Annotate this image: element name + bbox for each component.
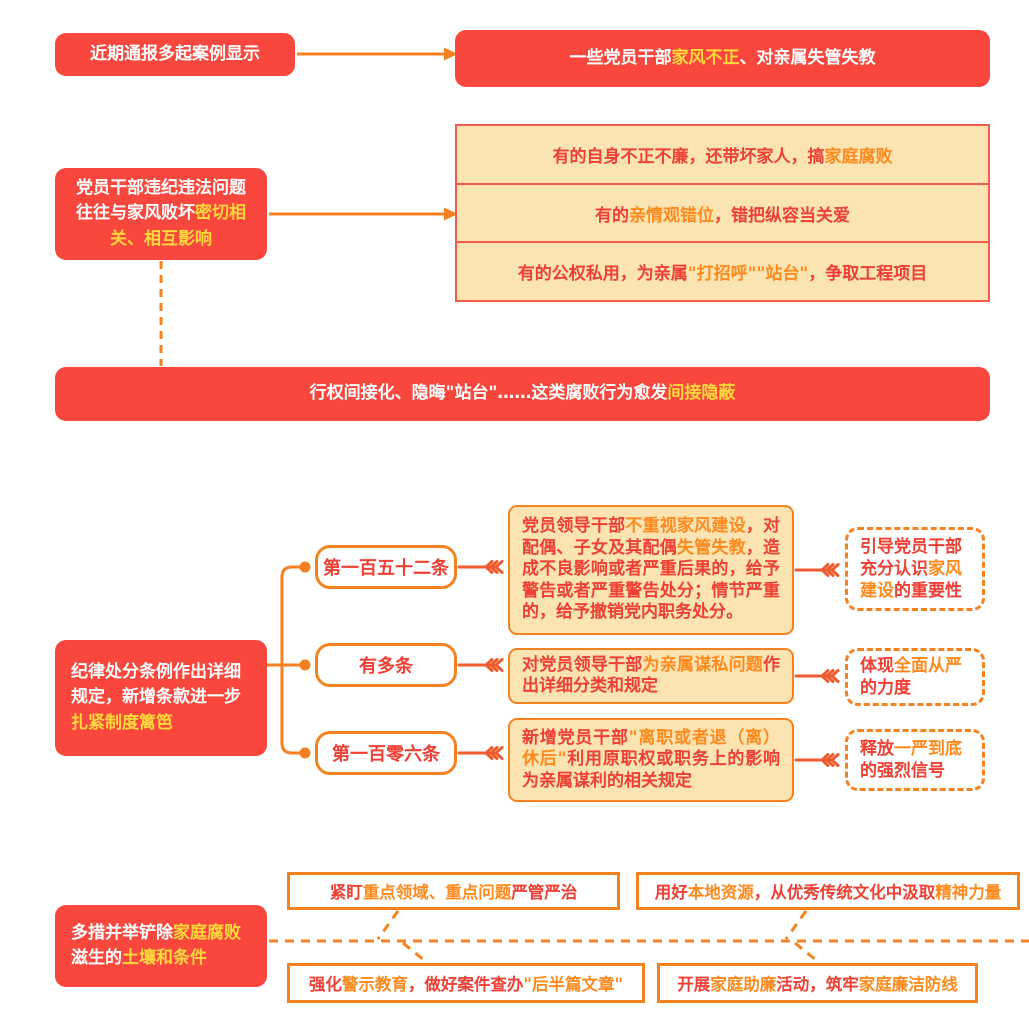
regulation-label: 有多条 xyxy=(315,643,457,687)
takeaway-box: 释放一严到底的强烈信号 xyxy=(845,729,985,791)
triple-chevron-icon xyxy=(819,563,840,577)
arrowhead-icon xyxy=(444,207,458,221)
rich-text: 对党员领导干部为亲属谋私问题作出详细分类和规定 xyxy=(522,654,780,697)
bracket-connector xyxy=(265,565,307,755)
chevron-connector xyxy=(794,563,840,767)
rich-text: 党员领导干部不重视家风建设，对配偶、子女及其配偶失管失教，造成不良影响或者严重后… xyxy=(522,516,781,623)
rich-text: 有的自身不正不廉，还带坏家人，搞家庭腐败 xyxy=(552,146,893,167)
measure-box: 开展家庭助廉活动，筑牢家庭廉洁防线 xyxy=(657,963,978,1003)
measure-box: 强化警示教育，做好案件查办"后半篇文章" xyxy=(287,963,645,1003)
example-row: 有的公权私用，为亲属"打招呼""站台"，争取工程项目 xyxy=(457,243,988,300)
branch-dot-icon xyxy=(299,561,311,573)
regulation-intro-box: 纪律处分条例作出详细规定，新增条款进一步扎紧制度篱笆 xyxy=(55,640,267,756)
rich-text: 体现全面从严的力度 xyxy=(860,656,962,698)
rich-text: 开展家庭助廉活动，筑牢家庭廉洁防线 xyxy=(677,975,958,994)
cause-box: 党员干部违纪违法问题往往与家风败坏密切相关、相互影响 xyxy=(55,168,267,260)
rich-text: 多措并举铲除家庭腐败滋生的土壤和条件 xyxy=(71,922,241,969)
triple-chevron-icon xyxy=(819,753,840,767)
regulation-detail-box: 新增党员干部"离职或者退（离）休后"利用原职权或职务上的影响为亲属谋利的相关规定 xyxy=(508,718,794,802)
triple-chevron-icon xyxy=(483,560,504,574)
triple-chevron-icon xyxy=(483,658,504,672)
takeaway-box: 引导党员干部充分认识家风建设的重要性 xyxy=(845,527,985,611)
rich-text: 紧盯重点领域、重点问题严管严治 xyxy=(329,883,578,902)
triple-chevron-icon xyxy=(483,746,504,760)
regulation-label: 第一百五十二条 xyxy=(315,545,457,589)
arrow-connector xyxy=(297,47,458,61)
branch-dot-icon xyxy=(299,659,311,671)
regulation-detail-box: 对党员领导干部为亲属谋私问题作出详细分类和规定 xyxy=(508,648,794,704)
rich-text: 纪律处分条例作出详细规定，新增条款进一步扎紧制度篱笆 xyxy=(71,661,241,733)
example-row: 有的自身不正不廉，还带坏家人，搞家庭腐败 xyxy=(457,126,988,185)
chevron-connector xyxy=(457,560,504,760)
rich-text: 近期通报多起案例显示 xyxy=(90,43,260,64)
rich-text: 行权间接化、隐晦"站台"……这类腐败行为愈发间接隐蔽 xyxy=(309,383,736,404)
rich-text: 强化警示教育，做好案件查办"后半篇文章" xyxy=(308,975,624,994)
rich-text: 一些党员干部家风不正、对亲属失管失教 xyxy=(569,47,876,68)
measures-intro-box: 多措并举铲除家庭腐败滋生的土壤和条件 xyxy=(55,905,267,987)
dashed-spine-connector xyxy=(269,910,1029,963)
rich-text: 有的亲情观错位，错把纵容当关爱 xyxy=(595,205,850,226)
rich-text: 党员干部违纪违法问题往往与家风败坏密切相关、相互影响 xyxy=(76,177,246,249)
measure-box: 紧盯重点领域、重点问题严管严治 xyxy=(287,872,620,910)
takeaway-box: 体现全面从严的力度 xyxy=(845,648,985,706)
arrow-connector xyxy=(269,207,458,221)
case-result-box: 一些党员干部家风不正、对亲属失管失教 xyxy=(455,30,990,87)
rich-text: 释放一严到底的强烈信号 xyxy=(860,739,962,781)
triple-chevron-icon xyxy=(819,669,840,683)
branch-dot-icon xyxy=(299,747,311,759)
case-source-box: 近期通报多起案例显示 xyxy=(55,33,295,76)
conclusion-bar: 行权间接化、隐晦"站台"……这类腐败行为愈发间接隐蔽 xyxy=(55,367,990,421)
example-row: 有的亲情观错位，错把纵容当关爱 xyxy=(457,185,988,244)
rich-text: 新增党员干部"离职或者退（离）休后"利用原职权或职务上的影响为亲属谋利的相关规定 xyxy=(522,727,781,791)
rich-text: 有的公权私用，为亲属"打招呼""站台"，争取工程项目 xyxy=(517,264,928,285)
rich-text: 用好本地资源，从优秀传统文化中汲取精神力量 xyxy=(654,883,1002,902)
rich-text: 引导党员干部充分认识家风建设的重要性 xyxy=(860,537,962,601)
measure-box: 用好本地资源，从优秀传统文化中汲取精神力量 xyxy=(636,872,1020,910)
regulation-label: 第一百零六条 xyxy=(315,731,457,775)
regulation-detail-box: 党员领导干部不重视家风建设，对配偶、子女及其配偶失管失教，造成不良影响或者严重后… xyxy=(508,505,794,635)
example-panel: 有的自身不正不廉，还带坏家人，搞家庭腐败 有的亲情观错位，错把纵容当关爱 有的公… xyxy=(455,124,990,302)
arrowhead-icon xyxy=(444,47,458,61)
